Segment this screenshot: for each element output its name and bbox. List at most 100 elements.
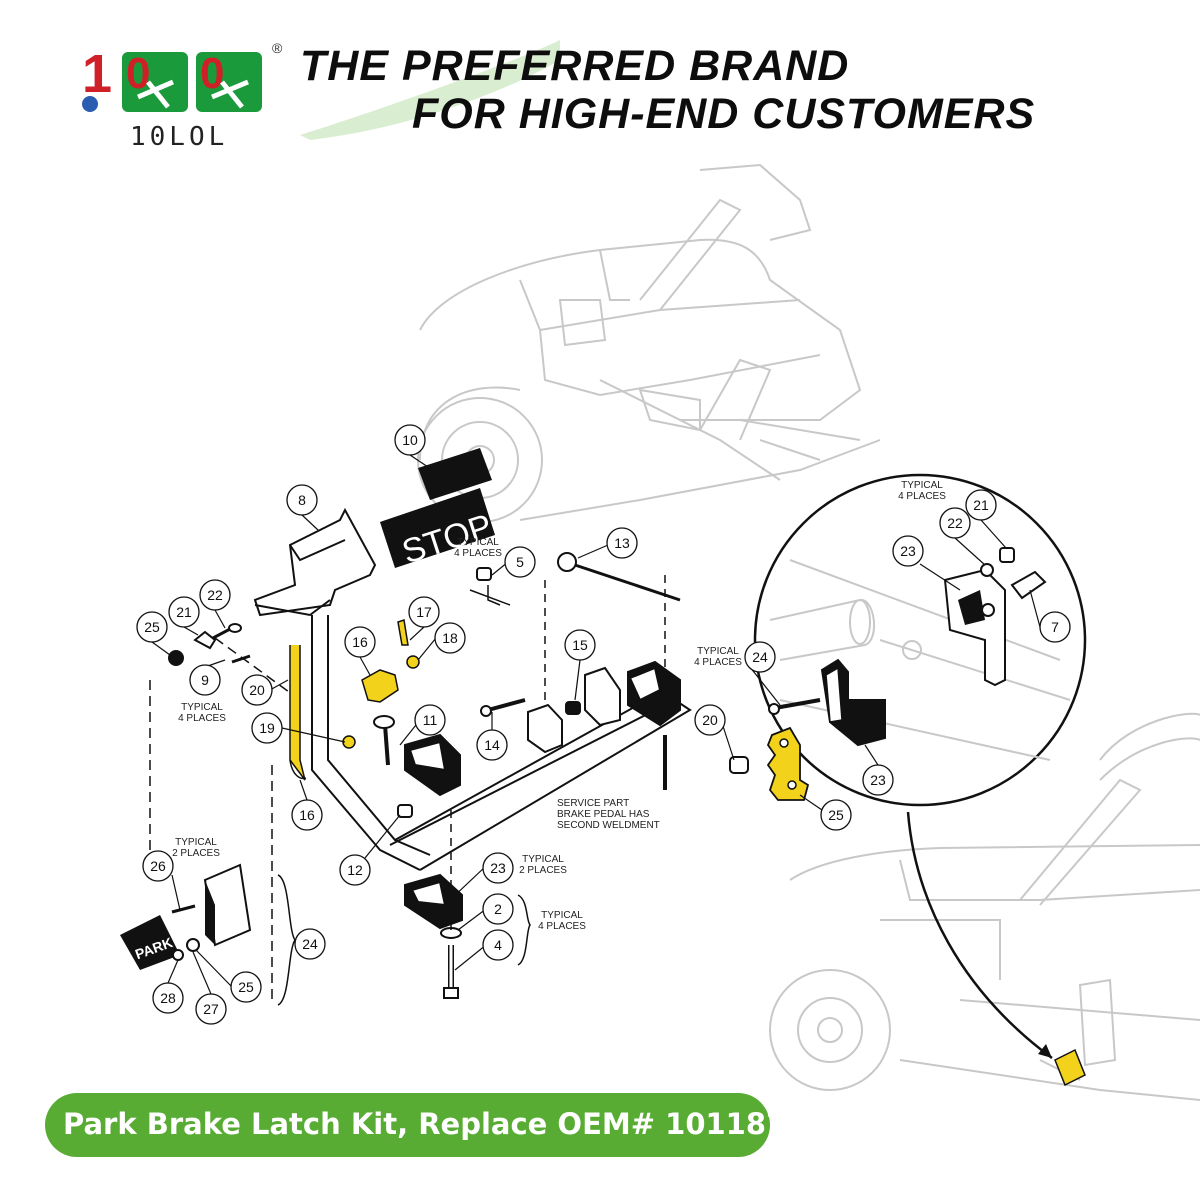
callout-25: 25 xyxy=(136,611,168,643)
callout-leader-32 xyxy=(799,794,823,811)
zoom-bracket-shadow xyxy=(958,590,985,625)
callout-20: 20 xyxy=(241,674,273,706)
callout-8: 8 xyxy=(286,484,318,516)
callout-number: 24 xyxy=(302,936,318,952)
callout-leader-28 xyxy=(1029,589,1041,628)
callout-leader-7 xyxy=(359,656,371,676)
svg-text:0: 0 xyxy=(126,49,150,98)
pedal-assembly xyxy=(149,507,692,1000)
callout-number: 4 xyxy=(494,937,502,953)
callout-leader-26 xyxy=(954,537,986,566)
product-title-banner: Park Brake Latch Kit, Replace OEM# 10118… xyxy=(45,1093,847,1157)
callout-leader-9 xyxy=(417,637,437,661)
zoom-spacer-7 xyxy=(1010,570,1047,600)
callout-4: 4 xyxy=(482,929,514,961)
callout-leader-19 xyxy=(457,908,487,931)
park-washer xyxy=(186,938,200,952)
callout-leader-1 xyxy=(301,514,319,531)
callout-leader-18 xyxy=(449,865,487,901)
callout-16: 16 xyxy=(344,626,376,658)
callout-13: 13 xyxy=(606,527,638,559)
callout-22: 22 xyxy=(939,507,971,539)
stop-plate xyxy=(380,488,495,568)
callout-leader-14 xyxy=(574,659,581,701)
zoom-bracket-hole xyxy=(981,603,995,617)
callout-number: 8 xyxy=(298,492,306,508)
nut-20-right xyxy=(729,756,749,774)
callout-leader-27 xyxy=(919,563,961,591)
callout-number: 13 xyxy=(614,535,630,551)
callout-number: 20 xyxy=(702,712,718,728)
latch-bracket-face xyxy=(825,666,843,723)
brace-2-4 xyxy=(517,894,531,966)
callout-15: 15 xyxy=(564,629,596,661)
callout-number: 23 xyxy=(900,543,916,559)
callout-24: 24 xyxy=(294,928,326,960)
callout-number: 28 xyxy=(160,990,176,1006)
headline: THE PREFERRED BRAND FOR HIGH-END CUSTOME… xyxy=(300,42,1180,138)
callout-19: 19 xyxy=(251,712,283,744)
callout-number: 21 xyxy=(176,604,192,620)
callout-number: 7 xyxy=(1051,619,1059,635)
callout-number: 16 xyxy=(352,634,368,650)
callout-leader-0 xyxy=(409,454,441,476)
callout-number: 15 xyxy=(572,637,588,653)
callout-11: 11 xyxy=(414,704,446,736)
latch-rod-highlighted xyxy=(289,619,420,781)
callout-leader-24 xyxy=(192,951,212,995)
callout-leader-21 xyxy=(171,874,181,911)
zoom-washer-22 xyxy=(980,563,994,577)
highlighted-latch-in-cart xyxy=(1054,1048,1086,1087)
callout-number: 9 xyxy=(201,672,209,688)
callout-18: 18 xyxy=(434,622,466,654)
callout-number: 12 xyxy=(347,862,363,878)
callout-16: 16 xyxy=(291,799,323,831)
callout-24: 24 xyxy=(744,641,776,673)
callout-5: 5 xyxy=(504,546,536,578)
callout-21: 21 xyxy=(965,489,997,521)
callout-20: 20 xyxy=(694,704,726,736)
callout-leader-3 xyxy=(577,544,609,559)
callout-number: 23 xyxy=(870,772,886,788)
stop-top-plate xyxy=(418,448,492,500)
callout-number: 25 xyxy=(238,979,254,995)
callout-number: 11 xyxy=(423,712,438,728)
callout-number: 14 xyxy=(484,737,500,753)
callout-25: 25 xyxy=(820,799,852,831)
callout-leader-22 xyxy=(167,959,179,984)
callout-9: 9 xyxy=(189,664,221,696)
callout-number: 24 xyxy=(752,649,768,665)
zoom-detail-circle xyxy=(753,473,1087,807)
callout-leader-16 xyxy=(299,779,308,801)
callout-number: 27 xyxy=(203,1001,219,1017)
callout-number: 18 xyxy=(442,630,458,646)
park-bracket-side xyxy=(205,880,215,945)
zoom-leader-line xyxy=(906,811,1053,1060)
callout-number: 21 xyxy=(973,497,989,513)
callout-leader-12 xyxy=(281,727,346,743)
callout-22: 22 xyxy=(199,579,231,611)
zoom-detail-lines xyxy=(769,559,1071,761)
callout-number: 10 xyxy=(402,432,418,448)
headline-line-2: FOR HIGH-END CUSTOMERS xyxy=(412,90,1036,138)
callout-leader-8 xyxy=(409,626,425,641)
svg-text:0: 0 xyxy=(200,49,224,98)
callout-7: 7 xyxy=(1039,611,1071,643)
callout-number: 17 xyxy=(416,604,432,620)
callout-21: 21 xyxy=(168,596,200,628)
callout-14: 14 xyxy=(476,729,508,761)
golf-cart-detail-view xyxy=(769,712,1200,1101)
headline-line-1: THE PREFERRED BRAND xyxy=(300,42,850,90)
park-plate xyxy=(120,915,180,970)
callout-number: 19 xyxy=(259,720,275,736)
callout-27: 27 xyxy=(195,993,227,1025)
brand-logo: 1 0 0 xyxy=(78,42,288,152)
callout-leader-5 xyxy=(183,626,199,636)
